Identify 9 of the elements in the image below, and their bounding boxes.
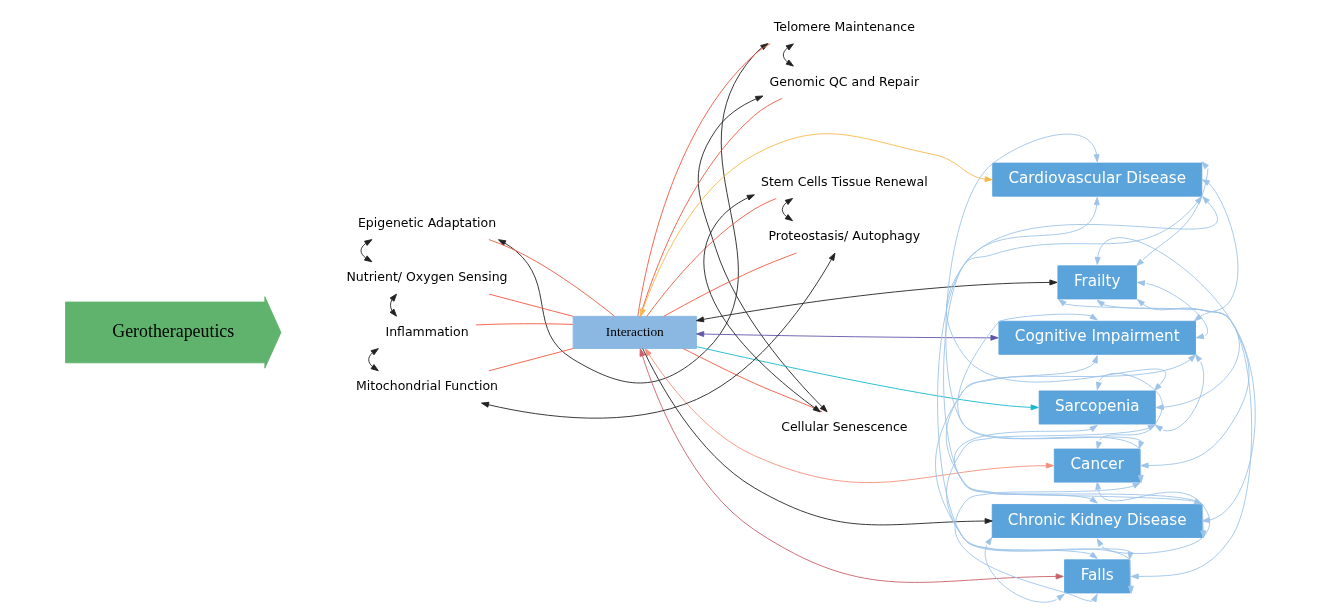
node-text: Cellular Senescence <box>780 419 908 435</box>
node-text: Proteostasis/ Autophagy <box>767 228 920 244</box>
node-text: Stem Cells Tissue Renewal <box>760 173 928 189</box>
node-text: Inflammation <box>384 323 469 339</box>
node-text: Mitochondrial Function <box>355 378 498 394</box>
node-text: Nutrient/ Oxygen Sensing <box>346 269 508 285</box>
node-text: Epigenetic Adaptation <box>357 214 496 230</box>
node-text: Telomere Maintenance <box>773 19 915 35</box>
node-text: Genomic QC and Repair <box>769 73 919 89</box>
